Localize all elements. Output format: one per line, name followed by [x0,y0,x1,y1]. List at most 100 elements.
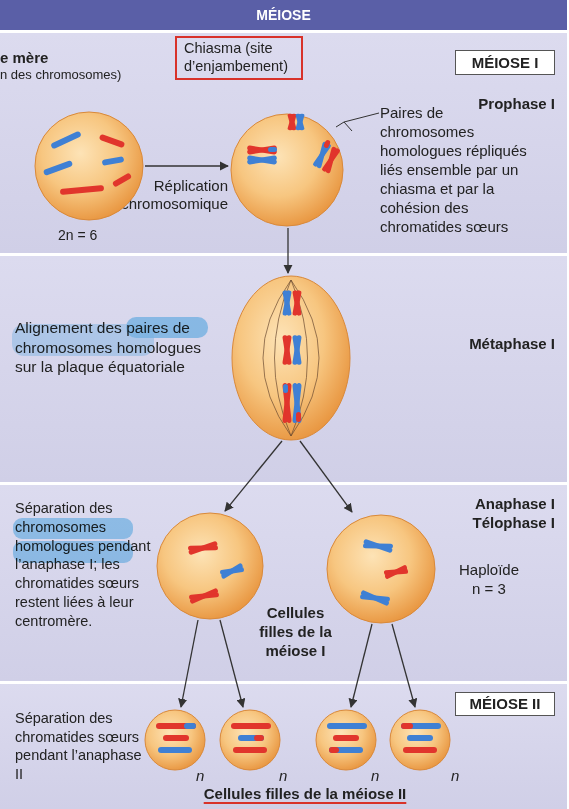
ploidy-label: n [371,766,385,785]
arrow [392,624,415,707]
chromosome [43,160,73,176]
crossover-segment [283,384,288,393]
chromatid [327,723,367,729]
phase-box: MÉIOSE II [455,692,555,716]
chromosome [60,185,104,195]
chromosome [359,589,391,606]
chromosome [292,382,302,423]
chromosome [292,290,302,316]
crossover-segment [329,747,339,753]
arrow [287,228,288,273]
chromatid [233,747,267,753]
chromosome [282,382,292,423]
chromosome [99,134,125,149]
cell [231,114,343,226]
spindle-fiber [291,280,319,436]
phase-box: MÉIOSE I [455,50,555,75]
cell-label: e mère [0,48,130,67]
cell [390,710,450,770]
callout-text: Chiasma (site d’enjambement) [184,39,300,75]
spindle-fiber [263,280,291,436]
stage-name: Anaphase I Télophase I [440,494,555,532]
crossover-segment [184,723,196,729]
chromosome [50,131,82,150]
chromosome [362,539,394,554]
chromosome [287,114,297,131]
crossover-segment [401,723,413,729]
chromatid [156,723,196,729]
chromatid [407,735,433,741]
chromosome [102,156,125,166]
crossover-segment [254,735,264,741]
chromatid [333,735,359,741]
chromosomes [187,539,409,607]
callout-box: Chiasma (site d’enjambement) [175,36,303,80]
chromosome [295,114,305,131]
highlighter-mark [13,541,133,563]
chromosome [312,141,332,170]
highlighter-mark [126,317,208,338]
description-text: Séparation des chromosomes homologues pe… [15,499,165,631]
cell-label: Cellules filles de la méiose I [248,603,343,660]
cell [327,515,435,623]
chromatids [156,723,441,753]
process-label: Réplication chromosomique [100,177,228,213]
cell [316,710,376,770]
chromosome [282,335,292,365]
crossover-segment [323,139,331,148]
leader-line [336,113,379,131]
description-text: Alignement des paires de chromosomes hom… [15,318,210,377]
chromosome [247,155,277,165]
stage-band: Alignement des paires de chromosomes hom… [0,256,567,482]
homologous-pairs [282,290,302,423]
cell [232,276,350,440]
spindle-fiber [291,280,308,436]
homologous-pairs [247,114,341,175]
chromosome [321,146,341,175]
chromosome [219,562,245,579]
arrow [351,624,372,707]
chromatid [238,735,264,741]
chromosome [247,145,277,155]
cell [220,710,280,770]
cell [35,112,143,220]
chromosome [282,290,292,316]
ploidy-label: n [279,766,293,785]
chromatid [231,723,271,729]
caption-label: Cellules filles de la méiose II [170,785,440,803]
highlighter-mark [13,518,133,539]
chromatid [401,723,441,729]
chromosome [188,587,220,604]
chromatid [403,747,437,753]
chromatid [163,735,189,741]
figure-title: MÉIOSE [0,6,567,24]
ploidy-label: 2n = 6 [58,226,128,244]
title-band [0,0,567,30]
crossover-segment [296,412,301,422]
arrow [225,441,282,511]
chromosomes [43,131,132,195]
stage-band: e mèren des chromosomes)Prophase IPaires… [0,33,567,253]
ploidy-label: n [196,766,210,785]
spindle-fiber [275,280,292,436]
cell-label: n des chromosomes) [0,67,170,83]
cell [157,513,263,619]
stage-name: Métaphase I [440,334,555,353]
crossover-segment [268,147,277,152]
spindle [263,280,319,436]
arrow [145,165,228,166]
chromosome [383,564,409,580]
ploidy-label: n [451,766,465,785]
description-text: Séparation des chromatides sœurs pendant… [15,709,145,783]
description-text: Paires de chromosomes homologues répliqu… [380,103,535,236]
chromosome [112,172,132,187]
arrow [220,620,243,707]
arrow [181,620,198,707]
chromatid [329,747,363,753]
daughter-cells [145,710,450,770]
chromosome [292,335,302,365]
phase-title: MÉIOSE I [456,53,554,72]
chromosome [187,541,219,556]
